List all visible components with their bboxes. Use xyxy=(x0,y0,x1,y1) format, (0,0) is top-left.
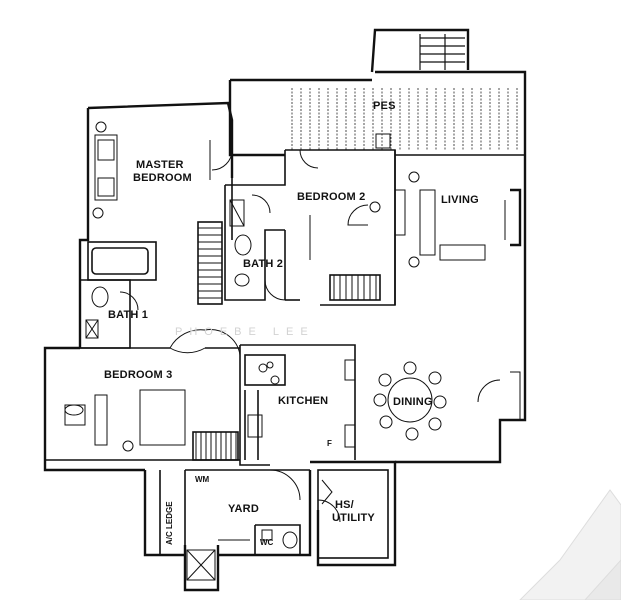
top-stair xyxy=(419,34,465,70)
doors xyxy=(119,149,521,523)
label-fridge: F xyxy=(327,439,332,448)
label-bath-2: BATH 2 xyxy=(243,258,283,270)
logo-mark xyxy=(518,489,621,601)
label-wm: WM xyxy=(195,475,210,484)
label-hs-utility-1: HS/ xyxy=(335,499,354,511)
pes-hatching xyxy=(291,88,518,150)
label-pes: PES xyxy=(373,100,396,112)
furniture xyxy=(64,121,506,581)
wardrobe-marks xyxy=(195,227,377,460)
label-yard: YARD xyxy=(228,503,259,515)
label-living: LIVING xyxy=(441,194,479,206)
label-bedroom-3: BEDROOM 3 xyxy=(104,369,172,381)
label-master-bedroom-2: BEDROOM xyxy=(133,172,192,184)
label-bedroom-2: BEDROOM 2 xyxy=(297,191,365,203)
label-bath-1: BATH 1 xyxy=(108,309,148,321)
watermark-text: PHOEBE LEE xyxy=(175,326,315,338)
inner-walls xyxy=(45,149,525,559)
label-ac-ledge: A/C LEDGE xyxy=(165,501,174,545)
label-dining: DINING xyxy=(393,396,433,408)
label-kitchen: KITCHEN xyxy=(278,395,328,407)
label-master-bedroom-1: MASTER xyxy=(136,159,184,171)
label-wc: WC xyxy=(260,538,274,547)
label-hs-utility-2: UTILITY xyxy=(332,512,375,524)
room-labels: PES MASTER BEDROOM BEDROOM 2 LIVING BATH… xyxy=(104,100,479,547)
outer-walls xyxy=(43,28,527,592)
